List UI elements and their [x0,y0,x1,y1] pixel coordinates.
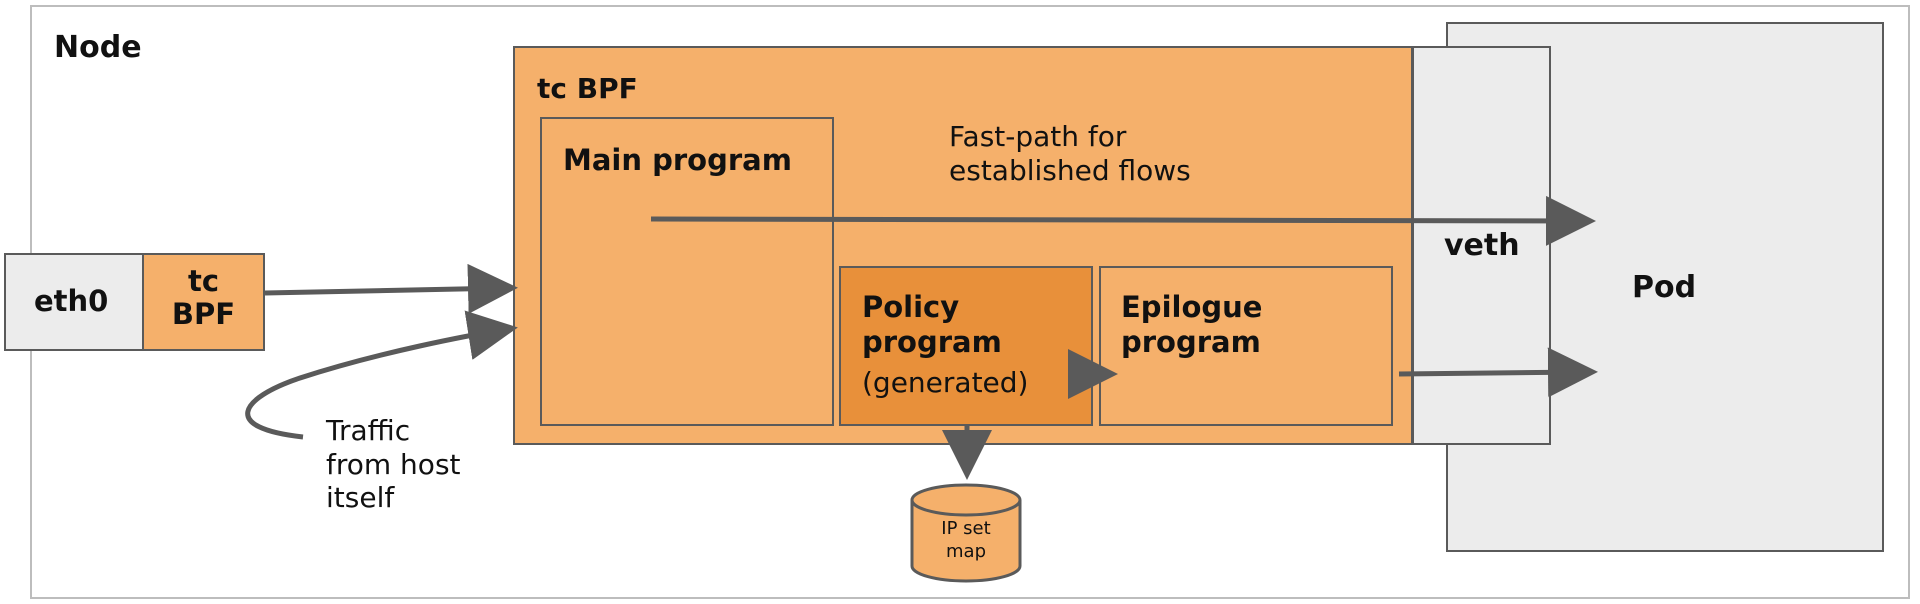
main-program-box [540,117,834,426]
fast-path-label: Fast-path for established flows [949,120,1191,187]
policy-program-label: Policy program [862,290,1002,359]
eth0-label: eth0 [34,284,109,318]
veth-label: veth [1444,228,1520,263]
ip-set-map-label: IP set map [941,518,991,562]
veth-box [1412,46,1551,445]
traffic-from-host-label: Traffic from host itself [326,414,461,515]
tc-bpf-label: tc BPF [537,72,638,105]
pod-label: Pod [1632,270,1697,305]
policy-program-box [839,266,1093,426]
policy-generated-label: (generated) [862,366,1029,399]
epilogue-program-box [1099,266,1393,426]
main-program-label: Main program [563,143,792,177]
tc-bpf-small-box [142,253,265,351]
node-label: Node [54,30,142,65]
epilogue-program-label: Epilogue program [1121,290,1263,359]
tc-bpf-small-label: tc BPF [171,264,236,332]
